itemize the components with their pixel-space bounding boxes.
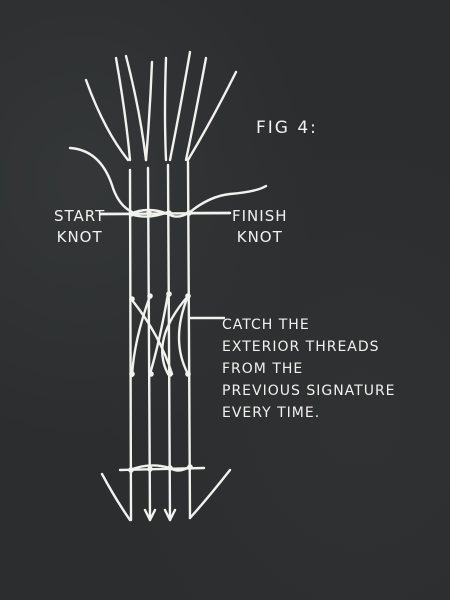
top-threads	[84, 50, 238, 162]
vertical-threads	[128, 160, 192, 522]
kettle-crossing	[129, 291, 191, 378]
catch-threads-note: CATCH THE EXTERIOR THREADS FROM THE PREV…	[222, 317, 396, 421]
finish-thread-tail	[188, 184, 268, 214]
start-thread-tail	[68, 146, 134, 214]
bottom-arrows	[100, 468, 232, 522]
start-knot-label: START KNOT	[54, 207, 106, 246]
knot-row-bottom	[118, 464, 206, 473]
figure-label: FIG 4:	[256, 118, 318, 138]
finish-knot-label: FINISH KNOT	[232, 207, 288, 246]
